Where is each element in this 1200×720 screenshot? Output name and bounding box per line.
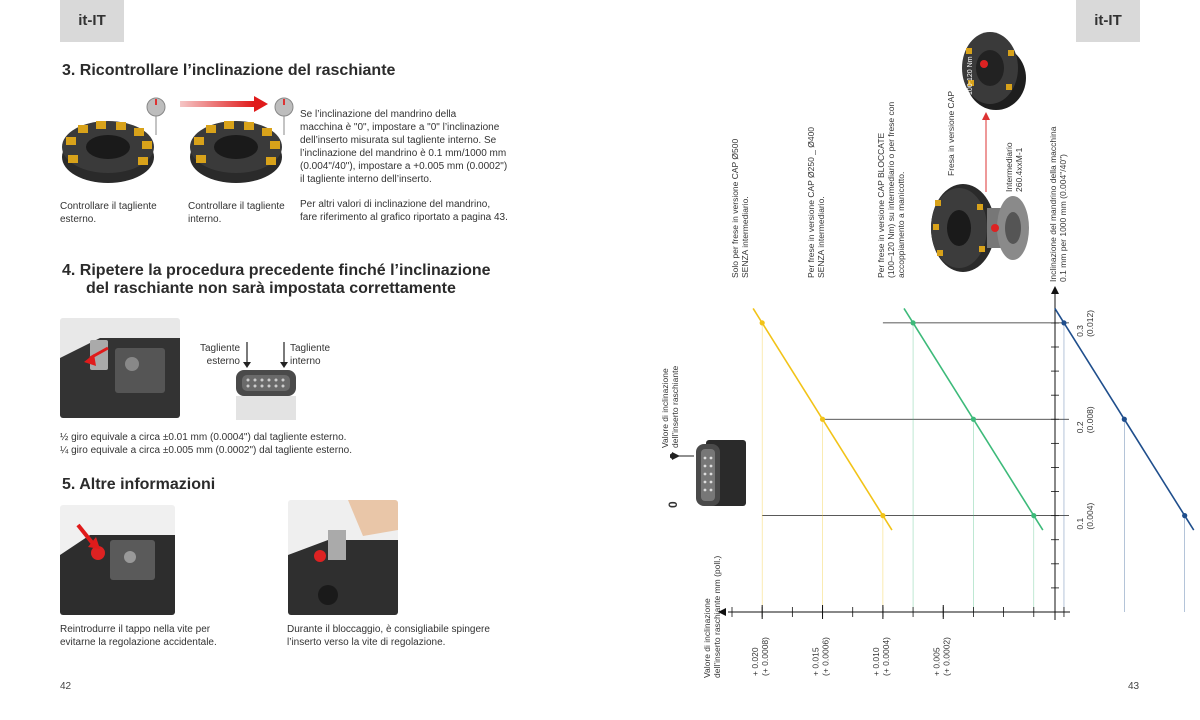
label-external-line1: Tagliente (200, 343, 241, 354)
p1-line6: il tagliente interno dell’inserto. (300, 174, 432, 185)
s5-caption2-line1: Durante il bloccaggio, è consigliabile s… (287, 624, 490, 635)
insert-diagram (236, 342, 296, 420)
p1-line2: macchina è "0", impostare a "0" l’inclin… (300, 122, 500, 133)
label-internal-line2: interno (290, 356, 321, 367)
p2-line2: fare riferimento al grafico riportato a … (300, 212, 508, 223)
page-number-right: 43 (1128, 681, 1140, 692)
red-arrow-icon (180, 96, 268, 112)
cutter-top-image (960, 20, 1030, 115)
section-4-title: 4. Ripetere la procedura precedente finc… (62, 262, 491, 298)
series-point (1182, 513, 1188, 519)
label-internal-edge: Tagliente interno (290, 342, 330, 368)
caption-external: Controllare il tagliente esterno. (60, 200, 157, 226)
plug-screw-image (60, 505, 175, 615)
x-tick-label: + 0.010(+ 0.0004) (871, 637, 891, 676)
section-4-note-1: ½ giro equivale a circa ±0.01 mm (0.0004… (60, 432, 347, 443)
caption-internal: Controllare il tagliente interno. (188, 200, 285, 226)
s5-caption1-line2: evitarne la regolazione accidentale. (60, 637, 217, 648)
x-tick-label: + 0.005(+ 0.0002) (931, 637, 951, 676)
inclination-chart: 0.1(0.004) 0.2(0.008) 0.3(0.012) + 0.020(+ … (718, 286, 1195, 676)
y-tick-label: 0.2(0.008) (1075, 406, 1095, 433)
series-point (759, 320, 765, 326)
insert-icon-diagram (670, 440, 746, 506)
p2-line1: Per altri valori di inclinazione del man… (300, 199, 491, 210)
label-external-edge: Tagliente esterno (200, 342, 240, 368)
section-5-caption-2: Durante il bloccaggio, è consigliabile s… (287, 623, 490, 649)
section-4-title-line1: 4. Ripetere la procedura precedente finc… (62, 262, 491, 279)
language-tab: it-IT (60, 0, 124, 42)
caption-internal-line1: Controllare il tagliente (188, 201, 285, 212)
series-point (1031, 513, 1037, 519)
section-3-title: 3. Ricontrollare l’inclinazione del rasc… (62, 62, 396, 79)
s5-caption2-line2: l’inserto verso la vite di regolazione. (287, 637, 446, 648)
section-5-caption-1: Reintrodurre il tappo nella vite per evi… (60, 623, 217, 649)
series-point (970, 416, 977, 422)
cutter-external-image (58, 95, 168, 195)
series-point (1061, 320, 1067, 326)
p1-line4: l’inclinazione del mandrino è 0.1 mm/100… (300, 148, 507, 159)
y-axis-arrow (1051, 286, 1059, 294)
page-number-left: 42 (60, 681, 72, 692)
label-internal-line1: Tagliente (290, 343, 331, 354)
red-arrow-up-icon (982, 112, 990, 192)
section-3-paragraph-2: Per altri valori di inclinazione del man… (300, 198, 550, 224)
x-tick-label: + 0.015(+ 0.0006) (811, 637, 831, 676)
y-tick-label: 0.1(0.004) (1075, 503, 1095, 530)
p1-line3: dell’inserto misurata sul tagliente inte… (300, 135, 497, 146)
language-tab-right: it-IT (1076, 0, 1140, 42)
left-page: it-IT 3. Ricontrollare l’inclinazione de… (58, 0, 550, 692)
series-point (910, 320, 916, 326)
cutter-internal-image (186, 95, 296, 195)
cutter-with-intermediate-image (925, 180, 1030, 280)
p1-line5: (0.004"/40"), impostare a +0.005 mm (0.0… (300, 161, 508, 172)
section-3-paragraph-1: Se l’inclinazione del mandrino della mac… (300, 108, 550, 186)
section-4-title-line2: del raschiante non sarà impostata corret… (86, 280, 456, 297)
s5-caption1-line1: Reintrodurre il tappo nella vite per (60, 624, 211, 635)
label-external-line2: esterno (206, 356, 240, 367)
adjustment-screw-image (60, 318, 180, 418)
series-point (819, 416, 826, 422)
series-point (1121, 416, 1127, 422)
series-point (880, 513, 886, 519)
caption-external-line2: esterno. (60, 214, 97, 225)
caption-external-line1: Controllare il tagliente (60, 201, 157, 212)
y-tick-label: 0.3(0.012) (1075, 310, 1095, 337)
push-insert-image (288, 500, 398, 615)
right-page: it-IT 43 100-120 Nm Fresa in versione CA… (600, 0, 1200, 720)
caption-internal-line2: interno. (188, 214, 222, 225)
p1-line1: Se l’inclinazione del mandrino della (300, 109, 457, 120)
section-4-note-2: ¼ giro equivale a circa ±0.005 mm (0.000… (60, 445, 352, 456)
x-tick-label: + 0.020(+ 0.0008) (750, 637, 770, 676)
section-5-title: 5. Altre informazioni (62, 476, 216, 493)
x-axis-arrow (718, 608, 726, 616)
